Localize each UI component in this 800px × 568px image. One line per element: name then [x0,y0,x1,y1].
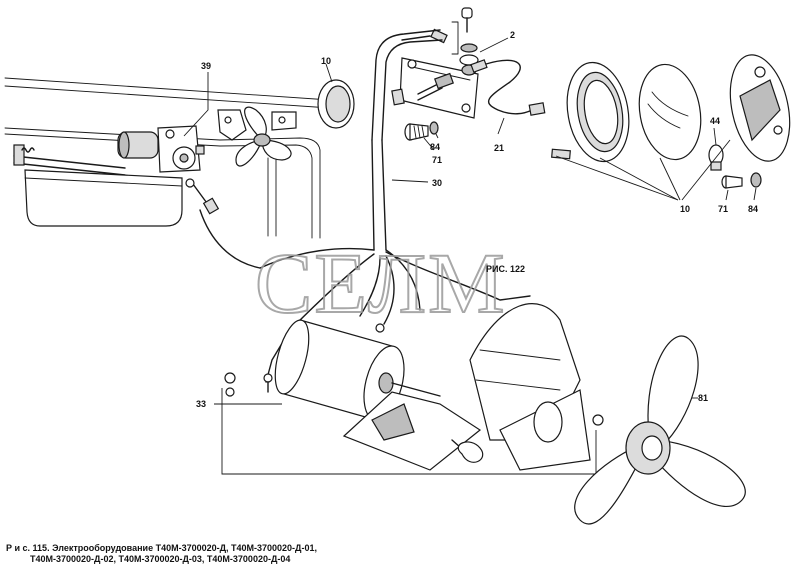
caption-line-1: Р и с. 115. Электрооборудование Т40М-370… [6,543,317,553]
callout-84-upper: 84 [430,142,440,152]
wiper-motor-assembly [13,72,220,227]
cab-frame [4,77,346,239]
callout-10-lamp: 10 [321,56,331,66]
bolt-71-washer-84 [404,121,439,151]
callout-33: 33 [196,399,206,409]
callout-21: 21 [494,143,504,153]
caption-line-2: Т40М-3700020-Д-02, Т40М-3700020-Д-03, Т4… [30,554,291,564]
callout-44: 44 [710,116,720,126]
callout-39: 39 [201,61,211,71]
switch-panel [391,7,509,119]
side-lamp [317,63,355,129]
propeller-fan [574,335,746,525]
callout-71-upper: 71 [432,155,442,165]
callout-84-lower: 84 [748,204,758,214]
cab-fan [217,106,297,167]
wiring-harness [199,29,531,383]
figure-caption: Р и с. 115. Электрооборудование Т40М-370… [6,543,796,565]
watermark-logo: СЕЛМ [255,235,507,331]
fan-motor [214,303,604,475]
wire-21 [485,59,546,135]
figure-reference: РИС. 122 [486,264,525,274]
callout-10-headlamp: 10 [680,204,690,214]
callout-2: 2 [510,30,515,40]
callout-71-lower: 71 [718,204,728,214]
callout-30: 30 [432,178,442,188]
headlamp-assembly [551,54,791,201]
callout-81: 81 [698,393,708,403]
